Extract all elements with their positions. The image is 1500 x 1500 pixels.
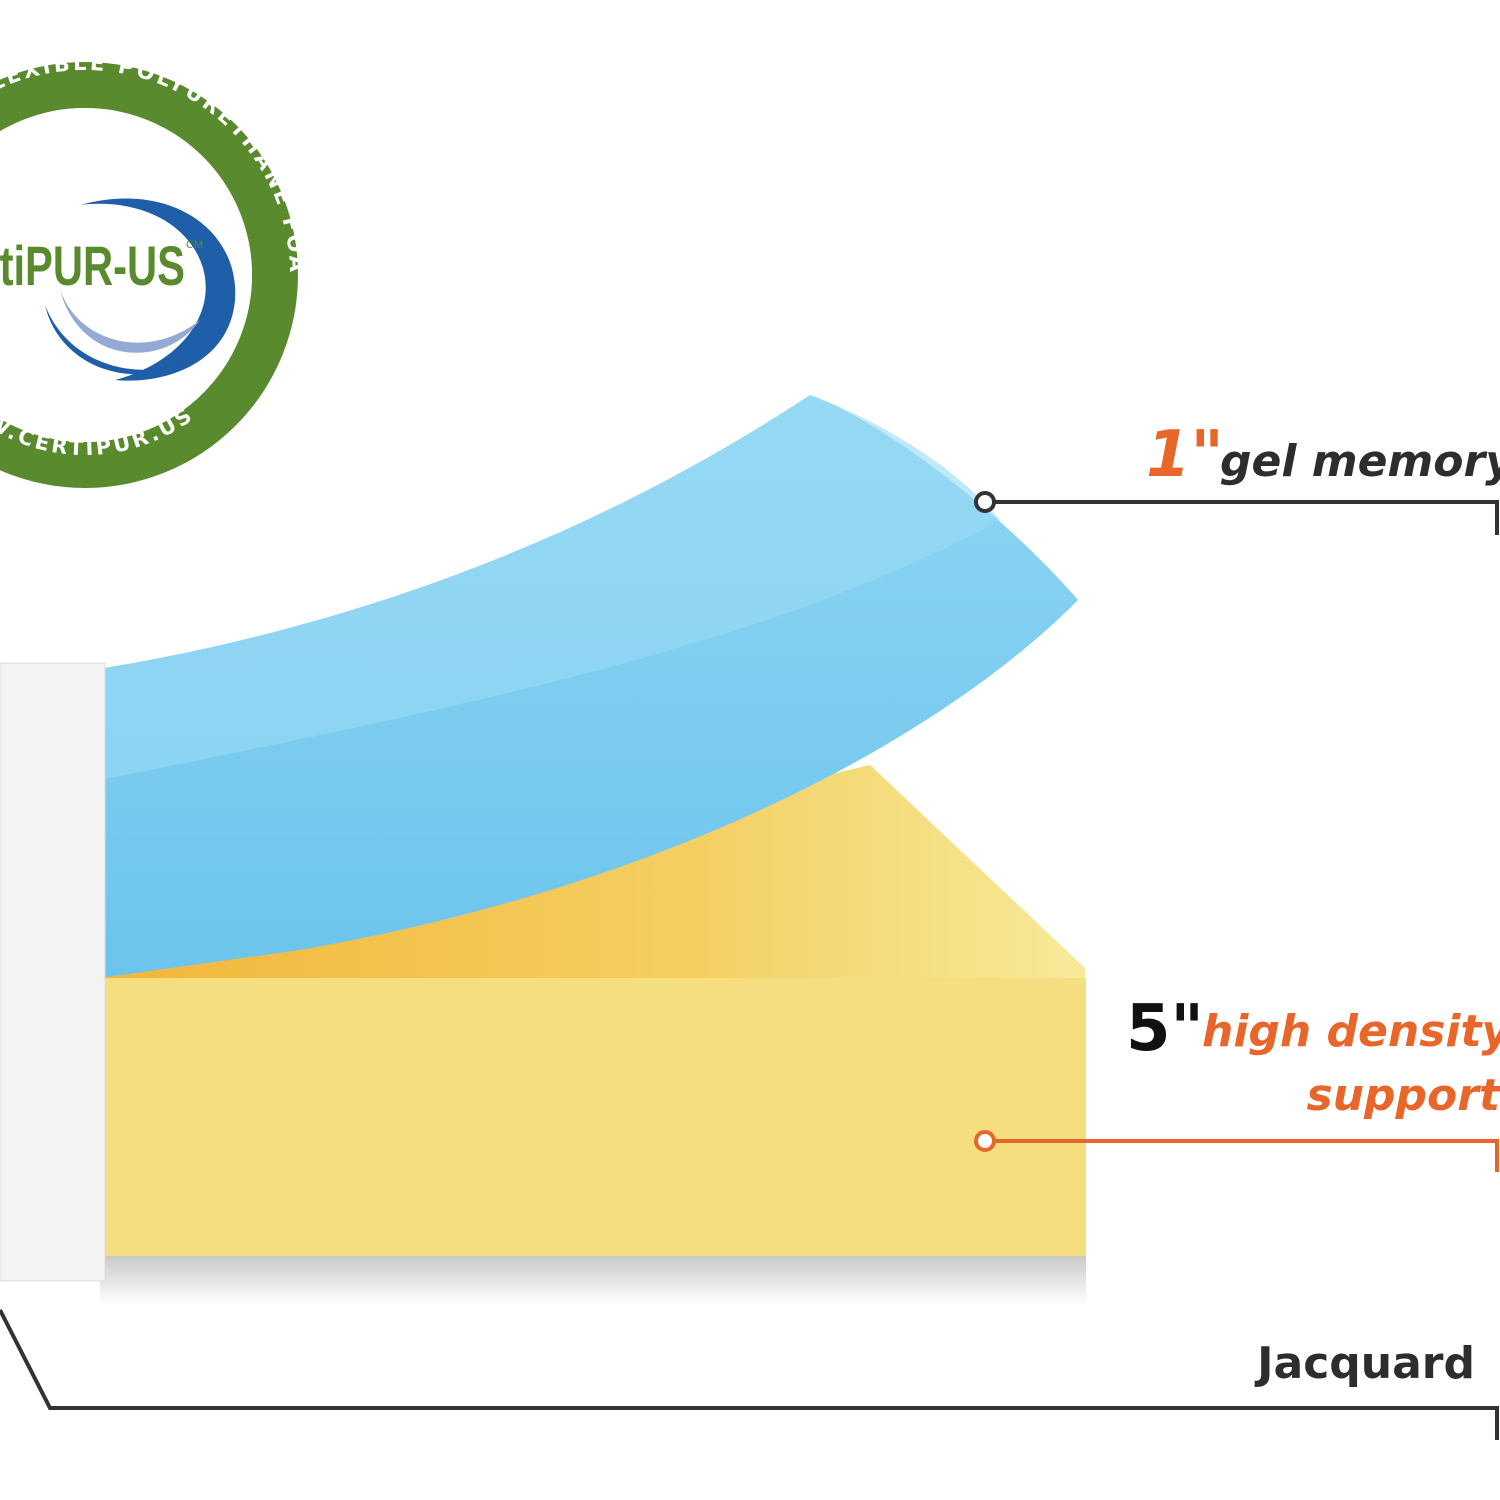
gel-thickness: 1" [1146, 418, 1224, 492]
gel-foam-top-face [60, 395, 1000, 780]
block-shadow [100, 1255, 1086, 1305]
gel-memory-label: gel memory [1220, 436, 1500, 487]
support-label-line1: high density [1202, 1006, 1500, 1057]
jacquard-label: Jacquard [1257, 1338, 1475, 1389]
support-foam-front [100, 978, 1086, 1256]
certipur-us-logo: CERTIFIED FLEXIBLE POLYURETHANE FOAM WWW… [0, 0, 306, 488]
svg-text:CertiPUR-US: CertiPUR-US [0, 234, 185, 297]
gel-memory-leader [974, 491, 1499, 535]
svg-text:CM: CM [186, 239, 203, 251]
support-label-line2: support [1306, 1070, 1500, 1121]
jacquard-leader [0, 1309, 1499, 1440]
support-thickness: 5" [1126, 992, 1204, 1066]
support-leader [974, 1130, 1499, 1172]
jacquard-cover [0, 662, 106, 1282]
